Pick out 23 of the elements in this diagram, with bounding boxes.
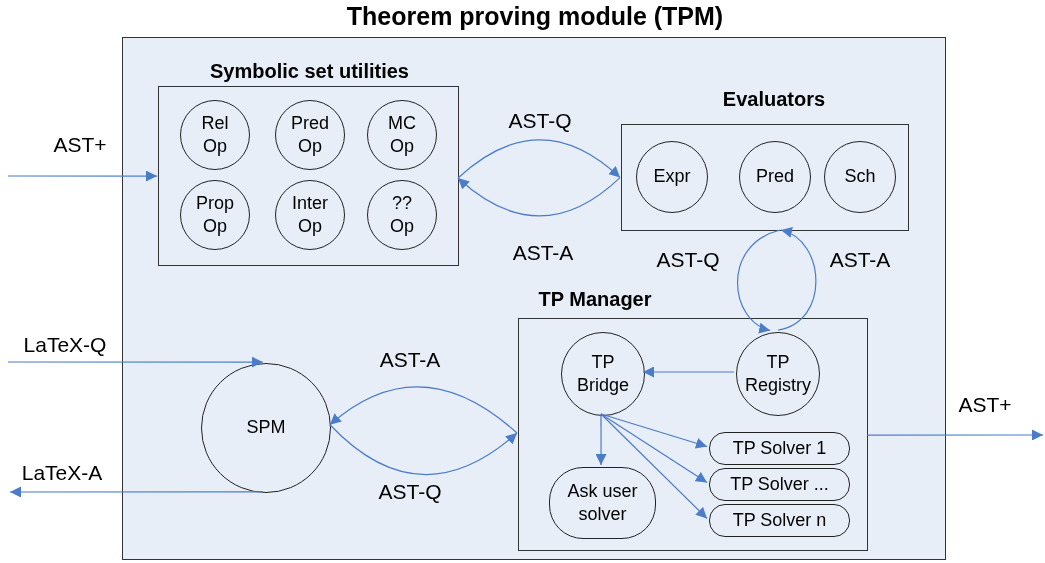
solver-box: TP Solver 1 xyxy=(709,432,850,465)
arrow xyxy=(595,413,607,466)
arrow xyxy=(600,413,708,449)
arrow xyxy=(329,386,518,434)
box-heading: TP Manager xyxy=(537,288,653,311)
arrow xyxy=(866,429,1044,441)
box-heading: Theorem proving module (TPM) xyxy=(345,2,725,31)
solver-box: TP Solver ... xyxy=(709,468,850,501)
solver-box: Ask user solver xyxy=(549,467,656,539)
solver-box: TP Solver n xyxy=(709,504,850,537)
arrow xyxy=(329,424,518,476)
arrow xyxy=(642,366,735,378)
arrow xyxy=(777,228,817,331)
arrow xyxy=(457,176,621,217)
arrow xyxy=(600,413,708,484)
arrow xyxy=(7,356,264,368)
arrow xyxy=(600,413,708,520)
arrow xyxy=(457,139,621,179)
box-heading: Symbolic set utilities xyxy=(209,60,410,83)
arrow xyxy=(736,229,781,332)
arrow xyxy=(9,486,264,498)
box-heading: Evaluators xyxy=(721,88,827,111)
arrow xyxy=(7,170,158,182)
